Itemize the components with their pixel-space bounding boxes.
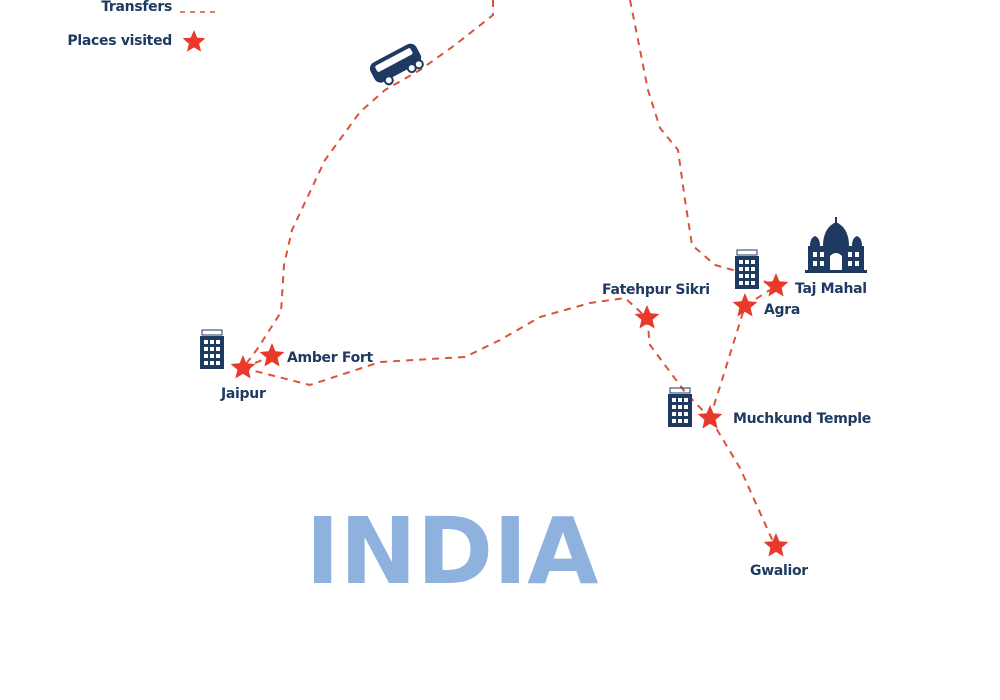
star-icon-gwalior xyxy=(763,533,789,557)
transfer-routes xyxy=(242,0,777,547)
place-label-jaipur: Jaipur xyxy=(220,386,266,402)
route-north-to-agra xyxy=(629,0,777,287)
route-muchkund-agra xyxy=(709,305,746,419)
star-icon-muchkund-temple xyxy=(697,405,723,429)
legend-places-label: Places visited xyxy=(67,33,172,49)
route-muchkund-gwalior xyxy=(709,417,776,547)
stars xyxy=(182,30,789,557)
place-label-muchkund-temple: Muchkund Temple xyxy=(733,411,871,427)
place-label-gwalior: Gwalior xyxy=(750,563,808,579)
hotel-icon-agra xyxy=(735,249,759,289)
route-north-to-jaipur xyxy=(242,0,494,369)
place-label-taj-mahal: Taj Mahal xyxy=(795,281,867,297)
star-icon-taj-mahal xyxy=(763,273,789,297)
star-icon-fatehpur-sikri xyxy=(634,305,660,329)
hotel-icon-jaipur xyxy=(200,329,224,369)
taj-mahal-icon xyxy=(805,217,867,273)
country-label: INDIA xyxy=(305,498,598,605)
place-label-fatehpur-sikri: Fatehpur Sikri xyxy=(602,282,710,298)
place-label-agra: Agra xyxy=(764,302,800,318)
bus-icon xyxy=(369,43,424,86)
star-icon-jaipur xyxy=(230,355,256,379)
route-jaipur-fatehpur xyxy=(242,296,648,387)
legend-star-icon xyxy=(182,30,206,52)
route-fatehpur-muchkund xyxy=(646,317,711,419)
star-icon-amber-fort xyxy=(259,343,285,367)
hotel-icon-muchkund xyxy=(668,387,692,427)
star-icon-agra xyxy=(732,293,758,317)
place-label-amber-fort: Amber Fort xyxy=(287,350,374,366)
legend-transfers-label: Transfers xyxy=(101,0,172,15)
